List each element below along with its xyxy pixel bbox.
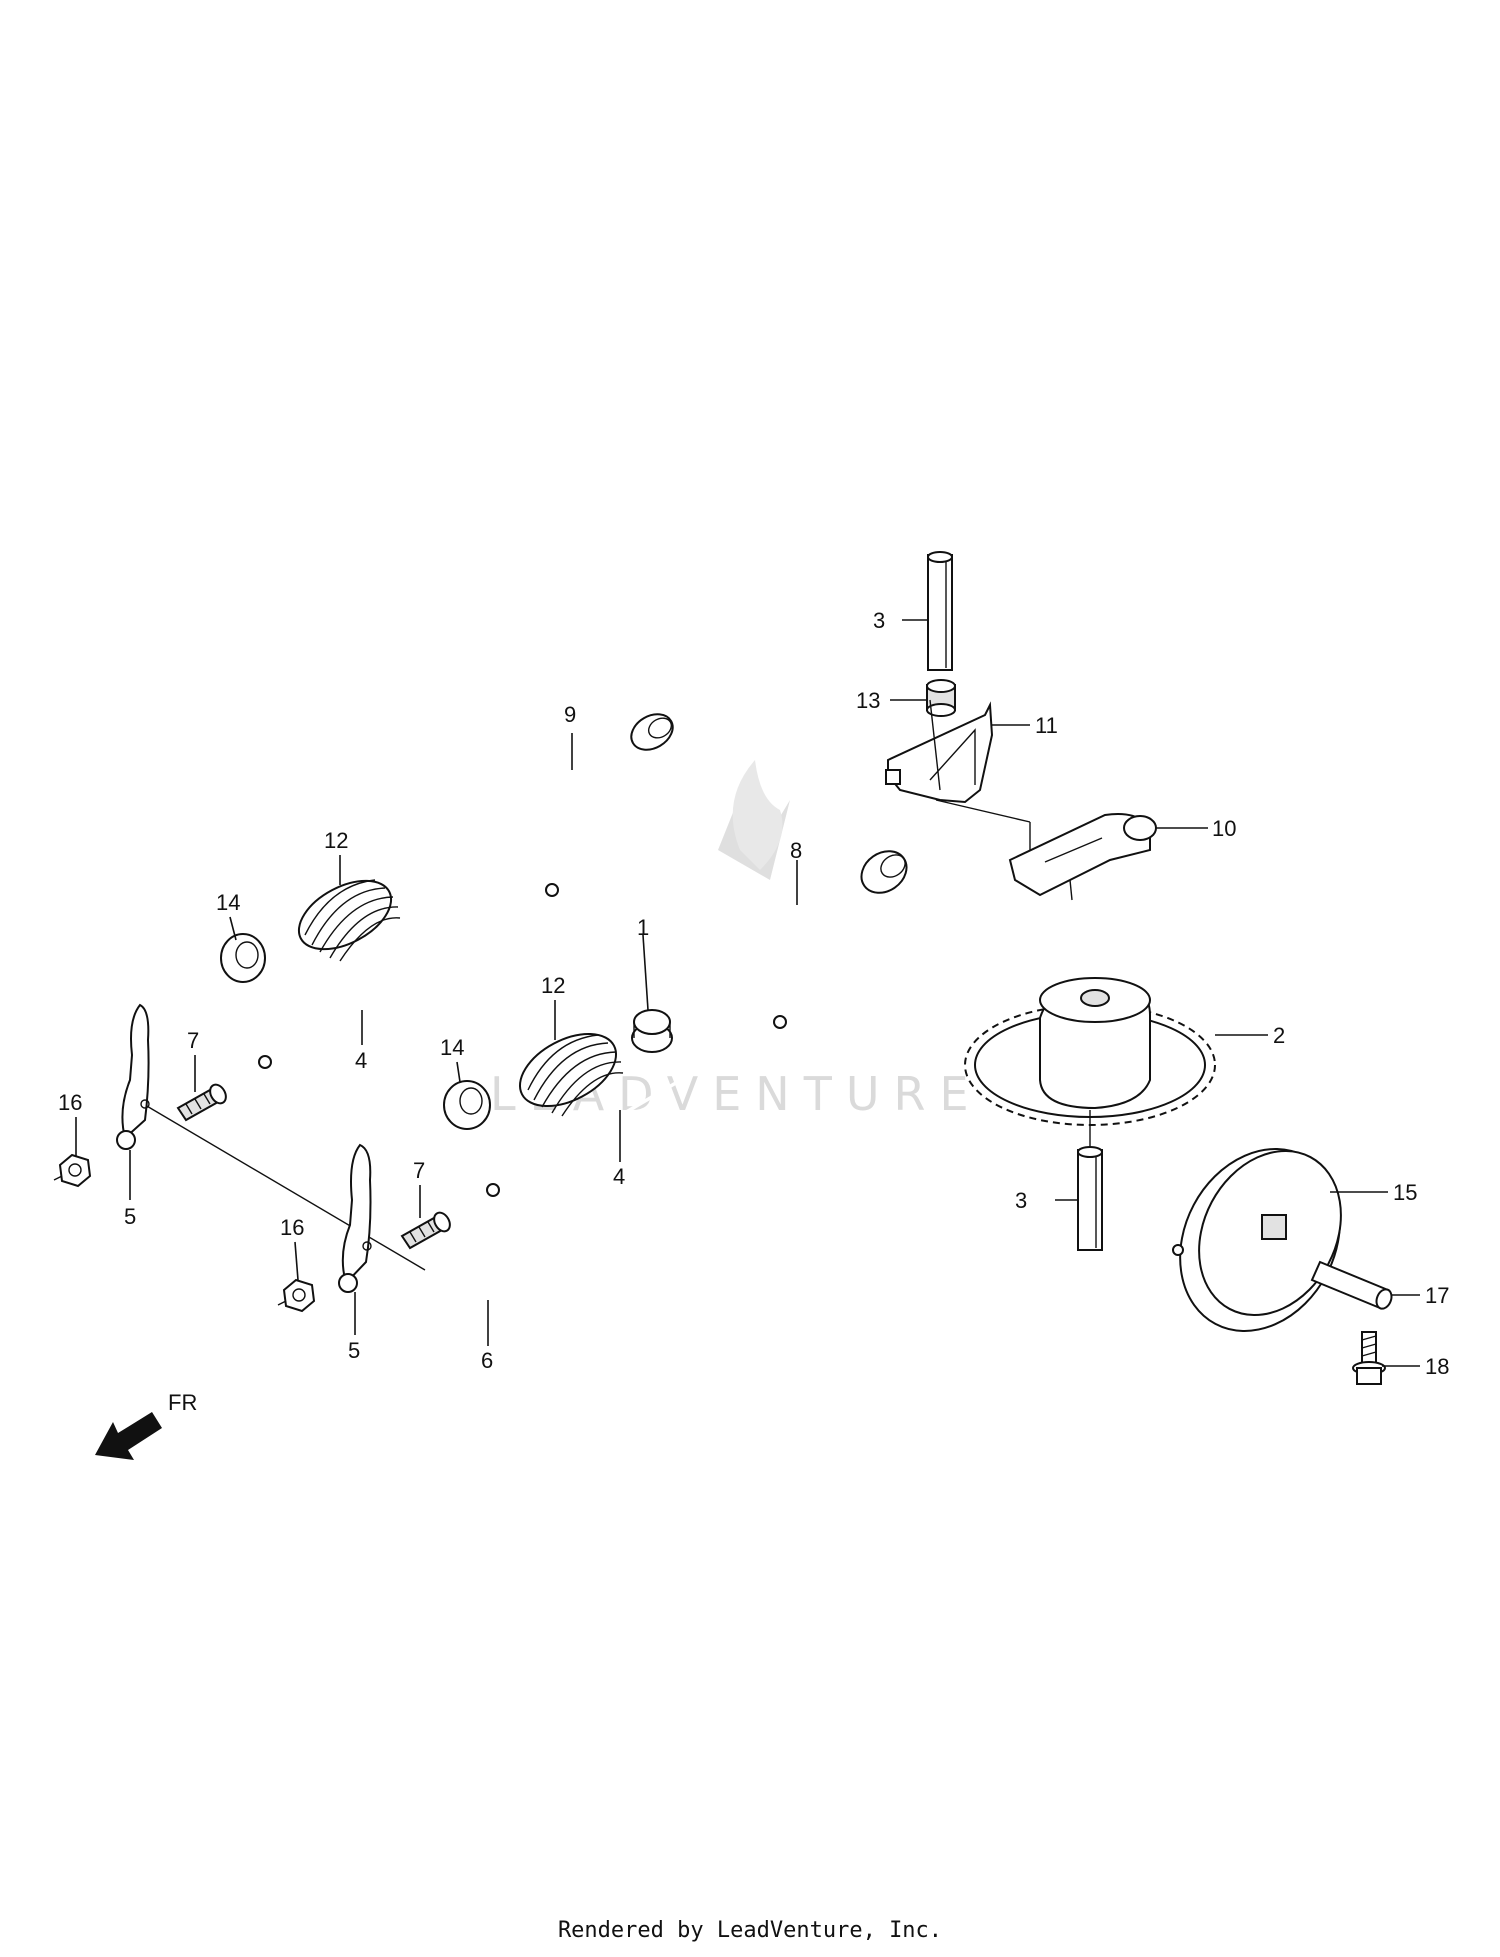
label-part-6: 6 — [481, 1348, 493, 1373]
cam-gear — [964, 977, 1216, 1150]
label-part-16-right: 16 — [280, 1215, 304, 1240]
nut-right — [277, 1278, 316, 1313]
governor-arm-lower — [1008, 813, 1157, 901]
label-part-5-left: 5 — [124, 1204, 136, 1229]
rocker-arm-left — [116, 1003, 150, 1150]
label-part-16-left: 16 — [58, 1090, 82, 1115]
label-part-2: 2 — [1273, 1023, 1285, 1048]
dowel-pin — [1310, 1260, 1393, 1310]
label-part-1: 1 — [637, 915, 649, 940]
label-part-9: 9 — [564, 702, 576, 727]
rocker-shaft — [139, 1101, 550, 1332]
leader-lines — [75, 619, 1420, 1367]
adjust-bolt-lower — [400, 1211, 451, 1250]
shaft-upper — [927, 551, 953, 671]
label-part-12-upper: 12 — [324, 828, 348, 853]
label-part-7-upper: 7 — [187, 1028, 199, 1053]
pushrod-lower — [486, 1015, 787, 1197]
label-part-3-lower: 3 — [1015, 1188, 1027, 1213]
nut-left — [53, 1153, 92, 1188]
label-part-15: 15 — [1393, 1180, 1417, 1205]
crankcase-cover — [1172, 1148, 1342, 1332]
front-arrow-icon — [95, 1412, 162, 1460]
valve-cap — [631, 1009, 673, 1053]
governor-arm-upper — [885, 699, 1031, 823]
label-part-10: 10 — [1212, 816, 1236, 841]
label-part-14-lower: 14 — [440, 1035, 464, 1060]
watermark-flame-icon — [732, 760, 783, 870]
valve-spring-lower — [518, 1032, 624, 1117]
collar — [926, 679, 956, 717]
rocker-arm-right — [338, 1143, 372, 1293]
retainer-upper — [220, 933, 266, 983]
label-part-7-lower: 7 — [413, 1158, 425, 1183]
label-part-3-upper: 3 — [873, 608, 885, 633]
render-credit: Rendered by LeadVenture, Inc. — [557, 1918, 943, 1943]
label-part-4-lower: 4 — [613, 1164, 625, 1189]
valve-upper — [481, 713, 674, 833]
label-part-4-upper: 4 — [355, 1048, 367, 1073]
label-part-17: 17 — [1425, 1283, 1449, 1308]
shaft-lower — [1077, 1146, 1103, 1251]
label-part-11: 11 — [1035, 713, 1058, 738]
label-part-8: 8 — [790, 838, 802, 863]
label-part-14-upper: 14 — [216, 890, 240, 915]
label-part-12-lower: 12 — [541, 973, 565, 998]
adjust-bolt-upper — [176, 1083, 227, 1122]
valve-middle — [707, 850, 908, 1031]
label-part-5-right: 5 — [348, 1338, 360, 1363]
front-direction-indicator: FR — [95, 1390, 197, 1460]
part-labels: 3 13 11 10 9 8 12 14 1 12 2 4 14 7 16 4 … — [58, 608, 1449, 1379]
pushrod-upper — [258, 883, 559, 1069]
label-part-18: 18 — [1425, 1354, 1449, 1379]
flange-bolt — [1352, 1331, 1386, 1385]
retainer-lower — [443, 1080, 491, 1130]
front-label: FR — [168, 1390, 197, 1415]
valve-spring-upper — [297, 879, 401, 962]
label-part-13: 13 — [856, 688, 880, 713]
